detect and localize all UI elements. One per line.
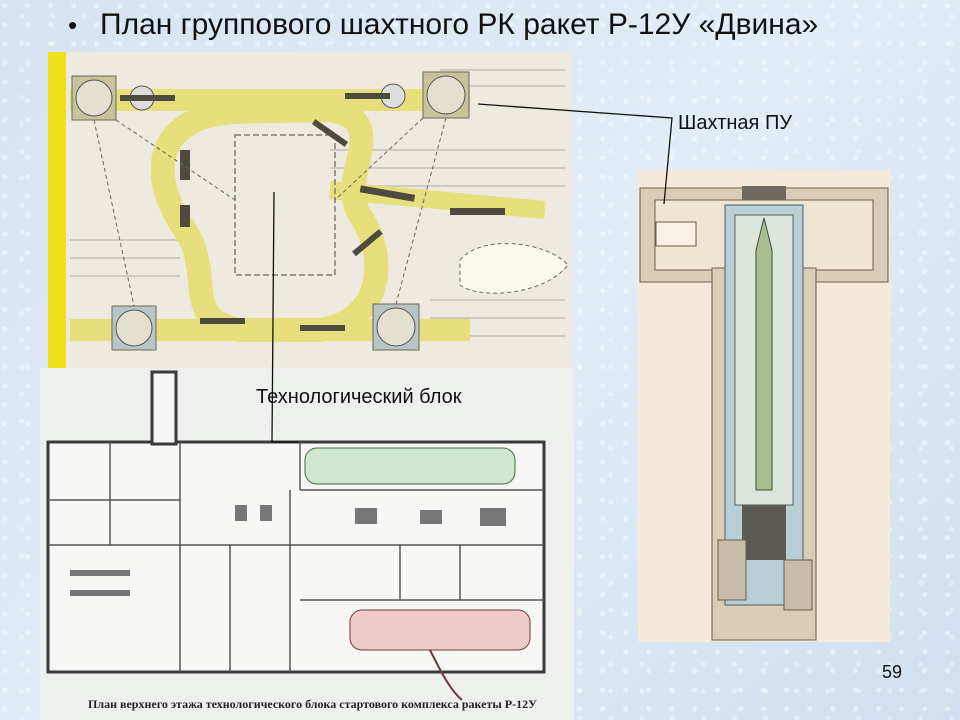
access-shaft xyxy=(150,370,178,446)
exit-pipe xyxy=(429,649,463,701)
upper-tank xyxy=(304,447,516,485)
site-plan-yellow-strip xyxy=(48,52,66,370)
page-number: 59 xyxy=(881,662,902,682)
callout-silo xyxy=(477,103,673,205)
callout-lines xyxy=(271,103,673,443)
east-loop xyxy=(459,243,569,294)
east-road xyxy=(329,181,546,219)
equipment-right xyxy=(783,559,813,611)
tech-block-plan xyxy=(40,368,574,720)
tech-block-rooms xyxy=(48,442,544,672)
missile-body xyxy=(755,217,773,491)
callout-tech-block xyxy=(271,191,298,443)
plan-caption: План верхнего этажа технологического бло… xyxy=(88,697,537,711)
lower-tank xyxy=(349,609,531,651)
label-tech-block: Технологический блок xyxy=(256,386,462,408)
silo-cap xyxy=(742,186,786,200)
launch-table xyxy=(742,505,786,560)
tech-block-equipment xyxy=(70,505,506,596)
equipment-left xyxy=(717,539,747,601)
slide-title: План группового шахтного РК ракет Р-12У … xyxy=(100,8,819,41)
head-room xyxy=(655,221,697,247)
silo-drawing xyxy=(638,170,890,642)
cable-routes xyxy=(93,117,447,307)
label-silo-launcher: Шахтная ПУ xyxy=(678,112,793,134)
launch-pads xyxy=(71,71,470,351)
title-bullet: • xyxy=(68,10,78,40)
inner-building xyxy=(234,134,336,276)
site-plan xyxy=(48,52,572,370)
